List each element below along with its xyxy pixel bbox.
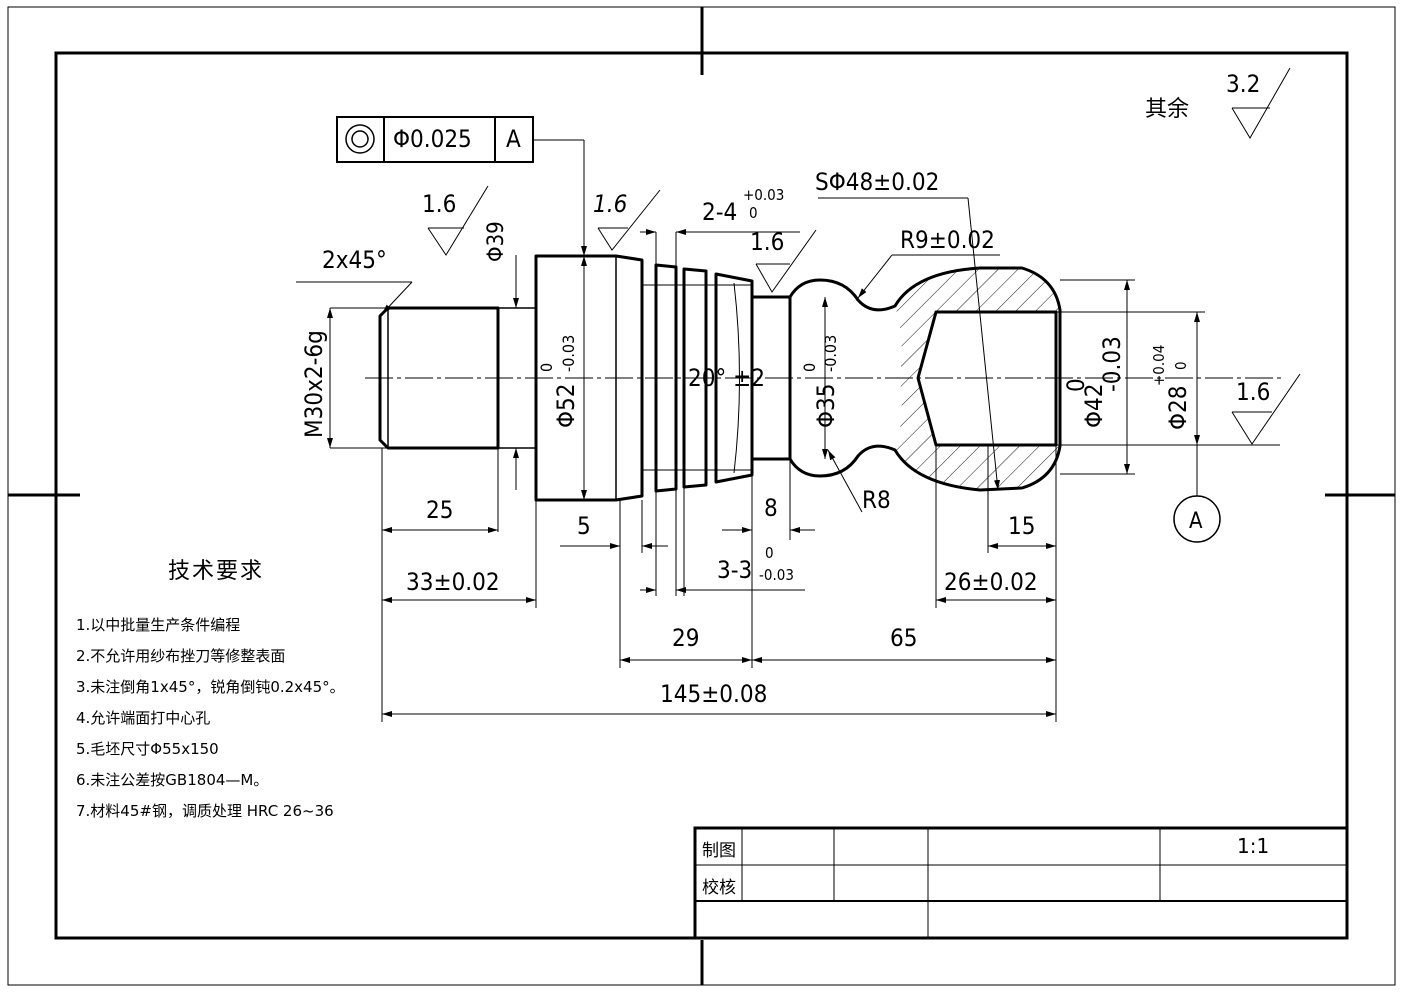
roughness-symbols [427, 67, 1301, 445]
note-item: 5.毛坯尺寸Φ55x150 [76, 740, 219, 758]
note-item: 3.未注倒角1x45°，锐角倒钝0.2x45°。 [76, 678, 345, 696]
dim-phi42-low: -0.03 [1098, 336, 1126, 392]
dim-145: 145±0.08 [660, 680, 767, 708]
dim-groove-up: +0.03 [743, 186, 784, 204]
note-item: 2.不允许用纱布挫刀等修整表面 [76, 647, 286, 665]
roughness-value-2: 1.6 [593, 190, 627, 218]
dim-groove-low: 0 [749, 204, 758, 222]
dim-r8: R8 [862, 486, 891, 514]
dim-phi35-low: -0.03 [821, 335, 840, 372]
dim-15: 15 [1008, 512, 1035, 540]
dim-26: 26±0.02 [944, 568, 1038, 596]
note-item: 6.未注公差按GB1804—M。 [76, 771, 269, 789]
dim-phi42-up: 0 [1062, 378, 1090, 392]
dim-8: 8 [764, 494, 778, 522]
dim-phi28-up: +0.04 [1150, 345, 1168, 386]
dimension-text: 2x45° Φ39 M30x2-6g Φ52 0 -0.03 20° ±2 Φ3… [300, 168, 1192, 708]
dim-phi28-low: 0 [1172, 361, 1190, 370]
dim-thread: M30x2-6g [300, 330, 328, 438]
dim-phi35: Φ35 [812, 384, 840, 428]
dim-phi28: Φ28 [1164, 386, 1192, 430]
note-item: 4.允许端面打中心孔 [76, 709, 211, 727]
dim-phi52: Φ52 [552, 384, 580, 428]
notes-title: 技术要求 [168, 559, 265, 584]
dim-chamfer: 2x45° [322, 246, 387, 274]
dim-3: 3-3 [717, 556, 752, 584]
title-block-drawn: 制图 [702, 841, 736, 861]
title-block-scale: 1:1 [1237, 834, 1270, 858]
tolerance-frame [336, 116, 534, 163]
dim-29: 29 [672, 624, 699, 652]
dim-phi42: Φ42 [1080, 384, 1108, 428]
tolerance-value: Φ0.025 [393, 125, 472, 153]
note-item: 1.以中批量生产条件编程 [76, 616, 241, 634]
dim-angle: 20° ±2 [688, 364, 765, 392]
dim-3-up: 0 [765, 544, 774, 562]
dim-5: 5 [577, 512, 591, 540]
notes-list: 1.以中批量生产条件编程 2.不允许用纱布挫刀等修整表面 3.未注倒角1x45°… [76, 610, 366, 827]
roughness-general-value: 3.2 [1226, 70, 1260, 98]
tolerance-datum: A [506, 125, 521, 153]
title-block-checked: 校核 [702, 878, 736, 898]
dim-33: 33±0.02 [406, 568, 500, 596]
angle-arc [733, 282, 740, 474]
datum-circle [1173, 495, 1221, 543]
dim-phi52-up: 0 [537, 363, 556, 372]
roughness-value-1: 1.6 [422, 190, 456, 218]
dim-phi35-up: 0 [800, 363, 819, 372]
datum-label: A [1189, 509, 1203, 534]
title-block [693, 826, 1349, 940]
dim-25: 25 [426, 496, 453, 524]
dimension-lines [296, 139, 1280, 722]
roughness-value-4: 1.6 [1236, 378, 1270, 406]
section-hatch [895, 268, 1060, 490]
dim-sphere: SΦ48±0.02 [815, 168, 939, 196]
dim-3-low: -0.03 [759, 566, 794, 584]
dim-r9: R9±0.02 [900, 226, 995, 254]
dim-phi39: Φ39 [484, 221, 509, 262]
roughness-value-3: 1.6 [750, 228, 784, 256]
dim-65: 65 [890, 624, 917, 652]
dim-groove: 2-4 [702, 198, 737, 226]
dim-phi52-low: -0.03 [559, 335, 578, 372]
roughness-general-label: 其余 [1145, 97, 1189, 122]
note-item: 7.材料45#钢，调质处理 HRC 26~36 [76, 802, 334, 820]
